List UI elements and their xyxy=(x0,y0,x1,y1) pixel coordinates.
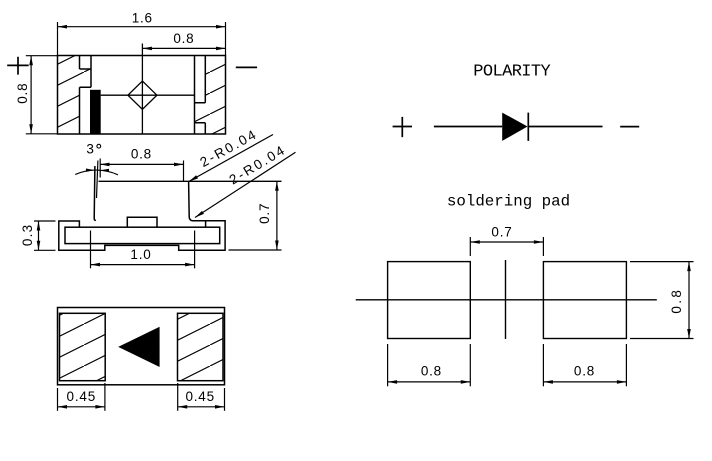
svg-text:POLARITY: POLARITY xyxy=(473,63,550,82)
svg-text:0.8: 0.8 xyxy=(669,288,684,314)
svg-text:0.8: 0.8 xyxy=(421,364,442,379)
svg-text:0.8: 0.8 xyxy=(131,147,152,162)
svg-text:0.7: 0.7 xyxy=(257,203,272,224)
svg-text:1.0: 1.0 xyxy=(130,247,151,262)
svg-text:0.45: 0.45 xyxy=(185,389,214,404)
svg-text:3: 3 xyxy=(86,142,94,157)
svg-text:0.8: 0.8 xyxy=(173,31,194,46)
svg-text:0.7: 0.7 xyxy=(491,224,512,239)
svg-text:1.6: 1.6 xyxy=(132,11,153,26)
svg-text:0.8: 0.8 xyxy=(574,364,595,379)
svg-text:0.45: 0.45 xyxy=(67,389,96,404)
svg-text:0.3: 0.3 xyxy=(20,224,35,246)
svg-text:soldering pad: soldering pad xyxy=(447,193,570,211)
svg-text:0.8: 0.8 xyxy=(15,83,30,104)
